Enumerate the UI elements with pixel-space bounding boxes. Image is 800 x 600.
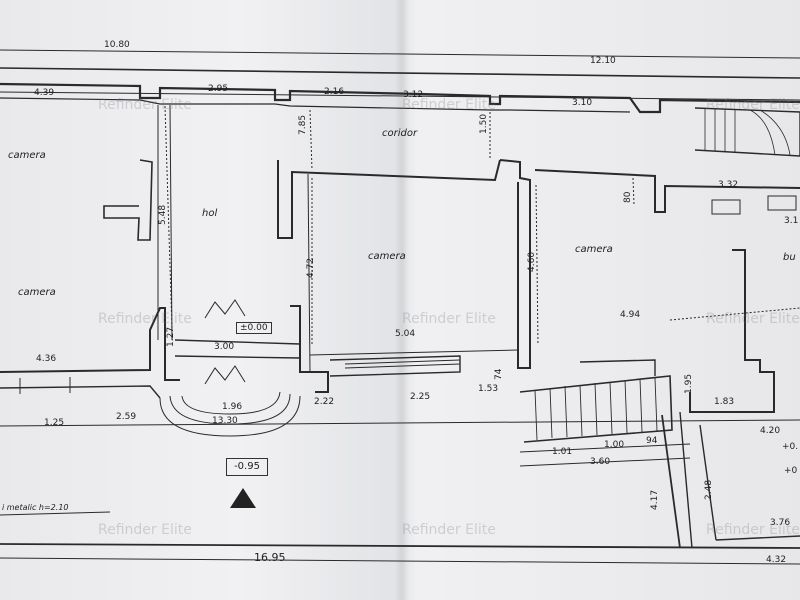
dim-top-total-left: 10.80 (104, 40, 130, 50)
dim-4-39: 4.39 (34, 88, 55, 98)
dim-plus-0b: +0 (784, 466, 798, 476)
watermark-9: Refinder Elite (706, 522, 800, 538)
dim-3-00: 3.00 (214, 342, 235, 352)
dim-2-48: 2.48 (704, 479, 714, 500)
hol-room-divider (307, 173, 311, 373)
watermark-2: Refinder Elite (98, 311, 192, 327)
fixture-rect-2 (767, 195, 797, 211)
dim-1-00: 1.00 (604, 440, 625, 450)
dim-plus-0: +0. (782, 442, 799, 452)
dim-3-1: 3.1 (784, 216, 799, 226)
watermark-7: Refinder Elite (706, 97, 800, 113)
door-swing-bottom (204, 365, 246, 385)
corridor-wall (277, 159, 501, 239)
watermark-3: Refinder Elite (98, 522, 192, 538)
metal-note: i metalic h=2.10 (2, 503, 69, 512)
dim-4-36: 4.36 (36, 354, 57, 364)
dim-4-60: 4.60 (527, 251, 537, 272)
fixture-rect-1 (711, 199, 741, 215)
watermark-4: Refinder Elite (402, 97, 496, 113)
entrance-arc-outer (159, 395, 301, 437)
room-label-hol: hol (202, 208, 218, 219)
dim-5-48: 5.48 (158, 204, 168, 225)
dim-2-22: 2.22 (314, 397, 335, 407)
dim-13-30: 13.30 (212, 416, 238, 426)
bath-wall (689, 249, 775, 413)
dim-1-27: 1.27 (166, 326, 176, 347)
dim-1-25: 1.25 (44, 418, 65, 428)
watermark-1: Refinder Elite (98, 97, 192, 113)
room-label-camera-center: camera (368, 251, 406, 262)
facade-line (0, 67, 800, 79)
dim-80: 80 (623, 191, 633, 203)
dim-94: 94 (646, 436, 658, 446)
dim-2-59: 2.59 (116, 412, 137, 422)
wall-left-hol-inner (169, 104, 173, 341)
dim-1-01: 1.01 (552, 447, 573, 457)
room-label-baie-partial: bu (783, 252, 796, 263)
dim-16-95: 16.95 (254, 551, 286, 564)
dim-3-10: 3.10 (572, 98, 593, 108)
dim-2-25: 2.25 (410, 392, 431, 402)
dim-4-20: 4.20 (760, 426, 781, 436)
room-label-camera-left: camera (18, 287, 56, 298)
dim-3-60: 3.60 (590, 457, 611, 467)
dim-3-12: 3.12 (403, 90, 424, 100)
dimension-line-bottom-total (0, 543, 800, 549)
north-arrow-icon (230, 488, 256, 508)
watermark-6: Refinder Elite (402, 522, 496, 538)
dim-1-50: 1.50 (479, 113, 489, 134)
dim-4-17: 4.17 (650, 489, 660, 510)
paper-fold (395, 0, 409, 600)
dim-2-95: 2.95 (208, 84, 229, 94)
door-swing-top (204, 299, 246, 319)
watermark-5: Refinder Elite (402, 311, 496, 327)
wall-center-right (499, 159, 531, 369)
level-hol: ±0.00 (236, 322, 272, 334)
wall-right-top (534, 169, 800, 213)
dim-1-53: 1.53 (478, 384, 499, 394)
dim-top-total-right: 12.10 (590, 56, 616, 66)
dimension-line-top (0, 49, 800, 59)
dim-4-72: 4.72 (306, 257, 316, 278)
north-wall-inner (0, 97, 631, 113)
dim-5-04: 5.04 (395, 329, 416, 339)
dimension-line-bottom-1 (0, 419, 800, 427)
column-fixture (103, 159, 153, 241)
dim-2-16: 2.16 (324, 87, 345, 97)
south-wall-left (0, 307, 180, 381)
dim-3-32: 3.32 (718, 180, 739, 190)
dim-1-96: 1.96 (222, 402, 243, 412)
room-label-camera-top-left: camera (8, 150, 46, 161)
stair-top-right (694, 107, 800, 157)
dim-3-76: 3.76 (770, 518, 791, 528)
watermark-8: Refinder Elite (706, 311, 800, 327)
wall-hol-south (290, 305, 329, 393)
dim-4-32: 4.32 (766, 555, 787, 565)
north-wall (0, 82, 800, 114)
dim-1-95: 1.95 (684, 373, 694, 394)
dim-1-83: 1.83 (714, 397, 735, 407)
dimension-line-inner (0, 91, 800, 101)
dim-74: 74 (494, 368, 504, 380)
dim-7-85: 7.85 (298, 114, 308, 135)
corridor-wall-left (661, 414, 681, 549)
room-label-camera-right: camera (575, 244, 613, 255)
dimension-line-504 (309, 349, 519, 356)
level-exterior: -0.95 (226, 458, 268, 476)
dim-4-94: 4.94 (620, 310, 641, 320)
room-label-coridor: coridor (382, 128, 418, 139)
